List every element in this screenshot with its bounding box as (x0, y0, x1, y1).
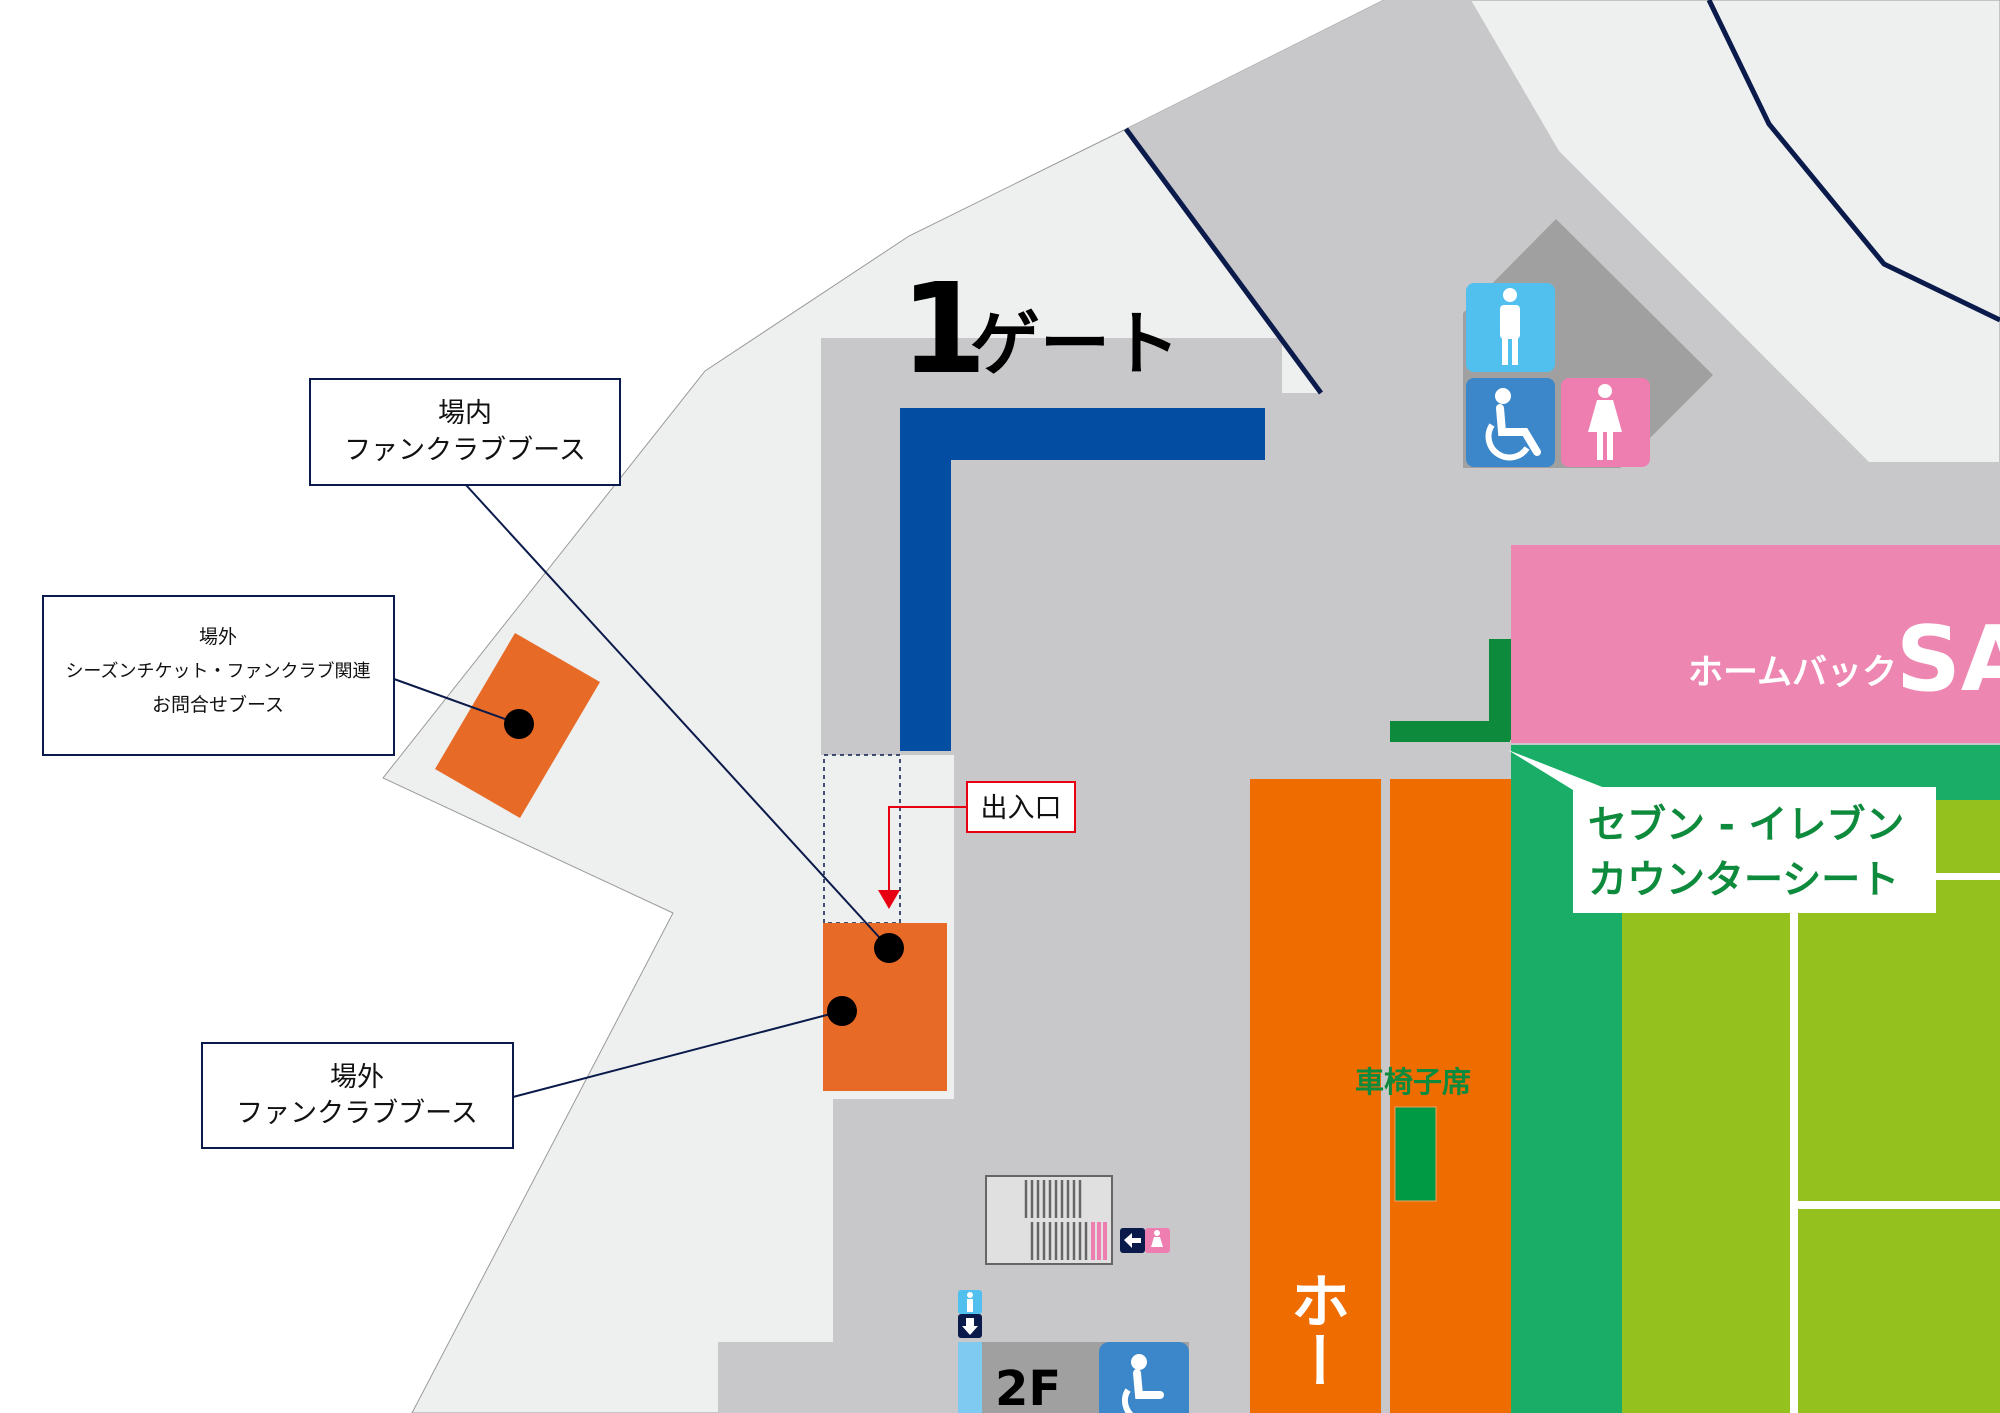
wheelchair-seat-label: 車椅子席 (1355, 1065, 1471, 1099)
gate-label: ゲート (970, 303, 1180, 385)
home-stand[interactable] (1390, 779, 1511, 1413)
svg-text:シーズンチケット・ファンクラブ関連: シーズンチケット・ファンクラブ関連 (65, 660, 370, 682)
boundary-line (1706, 0, 2000, 323)
leader-line (512, 1010, 843, 1098)
arrow-down-icon (958, 1314, 982, 1338)
stand-label: ホー (1280, 1270, 1350, 1390)
elevator-icon (985, 1175, 1113, 1265)
leader-line (465, 484, 890, 949)
outside-booth-label: 場外 ファンクラブブース (201, 1042, 514, 1149)
leader-line (393, 678, 520, 725)
entrance-arrow (888, 806, 967, 890)
seven-eleven-callout: セブン - イレブン カウンターシート (1508, 750, 1936, 913)
arrow-left-icon (1120, 1228, 1145, 1253)
wheelchair-seat[interactable] (1394, 1106, 1437, 1202)
svg-text:場外: 場外 (330, 1062, 384, 1093)
home-back-sa-label: SA (1896, 607, 2000, 712)
svg-text:セブン - イレブン: セブン - イレブン (1588, 803, 1904, 848)
svg-text:お問合せブース: お問合せブース (152, 693, 284, 716)
entrance-label: 出入口 (966, 781, 1076, 833)
female-restroom-icon (1561, 378, 1650, 467)
svg-text:ファンクラブブース: ファンクラブブース (236, 1098, 478, 1129)
wheelchair-icon (1466, 378, 1555, 467)
svg-text:場外: 場外 (199, 626, 237, 648)
svg-text:カウンターシート: カウンターシート (1588, 858, 1899, 903)
svg-text:出入口: 出入口 (981, 793, 1062, 824)
stairs-bar (958, 1342, 982, 1413)
outside-info-booth-label: 場外 シーズンチケット・ファンクラブ関連 お問合せブース (42, 595, 395, 756)
gate-number: 1 (900, 257, 987, 402)
arrow-down-icon (878, 890, 900, 909)
boundary-line (1123, 127, 1324, 395)
green-marker (1489, 639, 1511, 740)
gate-bar (900, 408, 1265, 460)
divider (1790, 878, 1798, 1413)
svg-text:ファンクラブブース: ファンクラブブース (344, 435, 586, 466)
green-marker (1390, 721, 1510, 742)
floor-label: 2F (995, 1361, 1061, 1413)
divider (1900, 873, 2000, 880)
marker-dot (874, 933, 904, 963)
female-restroom-icon (1145, 1228, 1170, 1253)
divider (1790, 1201, 2000, 1209)
male-restroom-icon (958, 1290, 982, 1314)
wheelchair-icon (1099, 1342, 1189, 1413)
marker-dot (827, 996, 857, 1026)
home-stand[interactable] (1250, 779, 1381, 1413)
marker-dot (504, 709, 534, 739)
home-back-label: ホームバック (1688, 653, 1897, 693)
svg-text:場内: 場内 (438, 398, 492, 429)
inside-booth-label: 場内 ファンクラブブース (309, 378, 621, 486)
home-back-sa-area[interactable] (1511, 545, 2000, 743)
male-restroom-icon (1466, 283, 1555, 372)
gate-bar (900, 408, 951, 751)
